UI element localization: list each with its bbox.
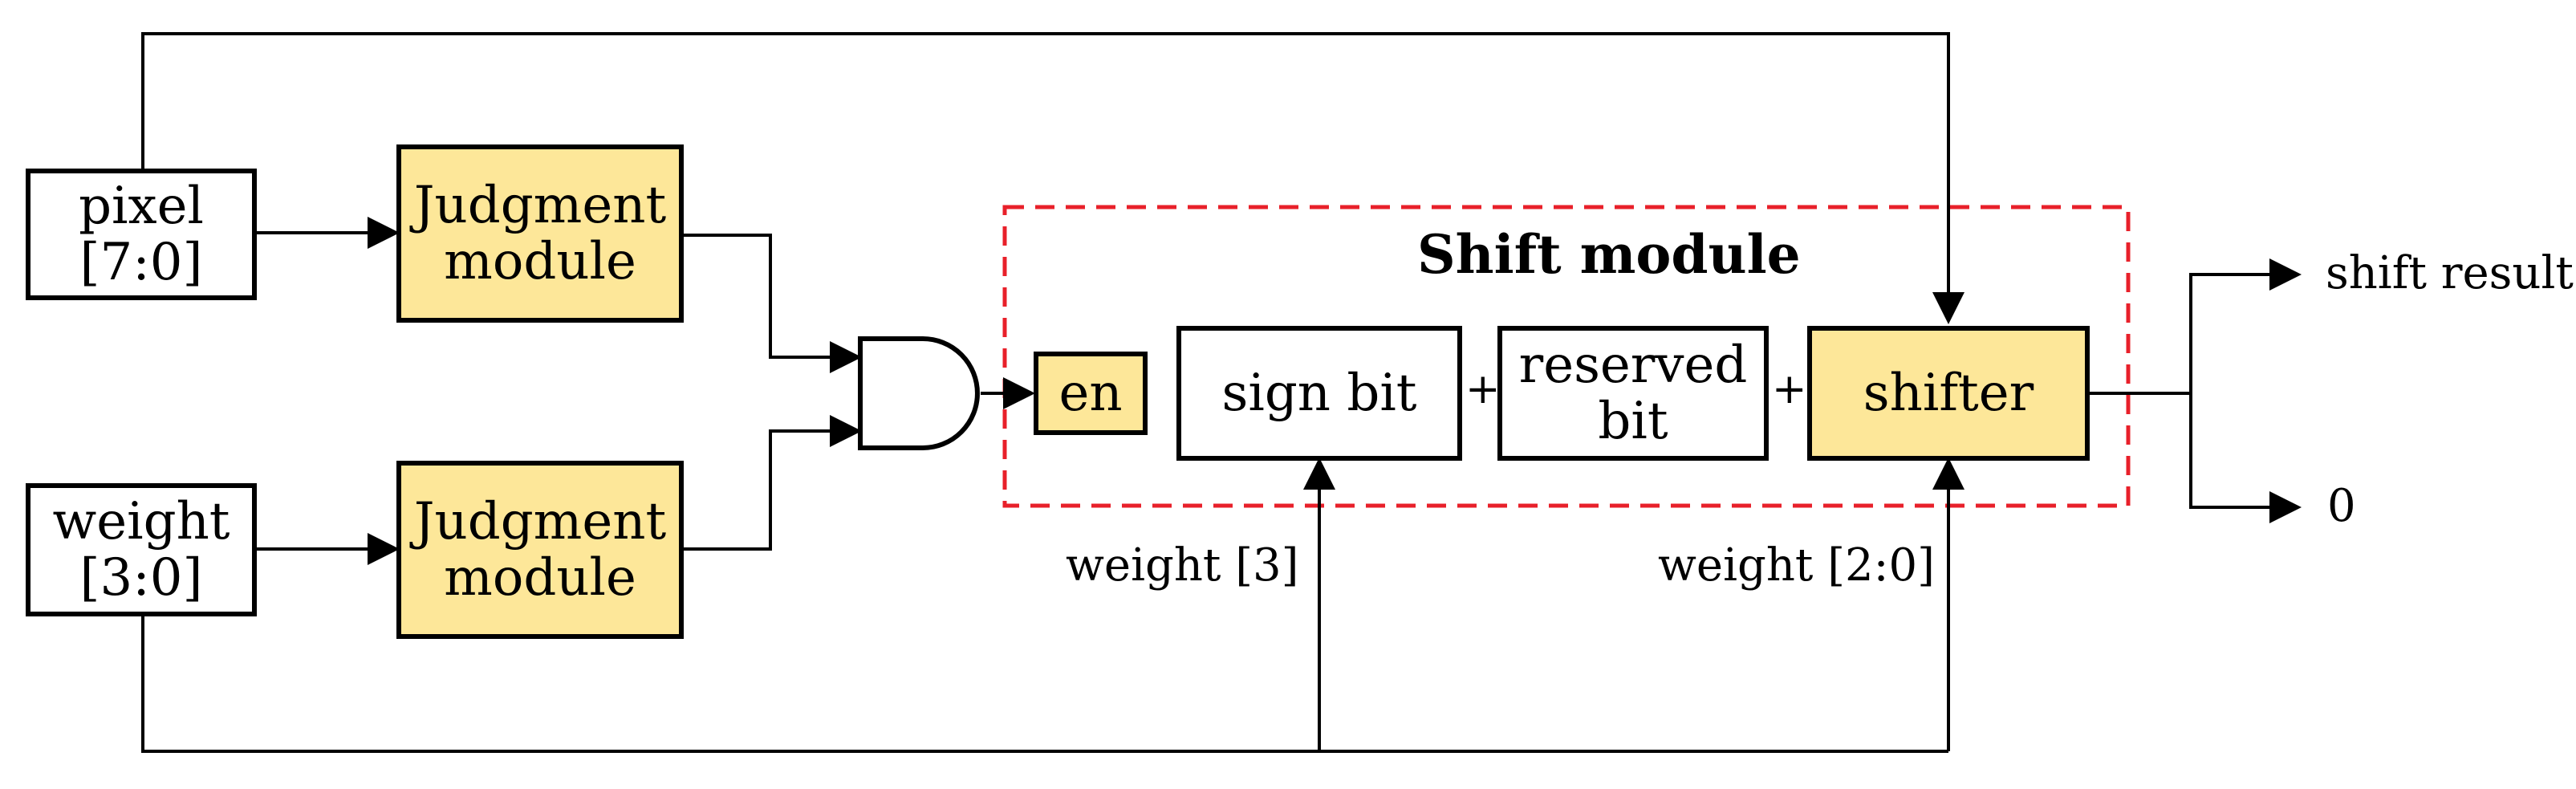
weight-3-label: weight [3] [1066,539,1299,592]
zero-output-label: 0 [2327,480,2356,532]
wire-judgment-top-to-and [684,234,862,373]
shifter-box: shifter [1807,326,2090,461]
judgment-module-bottom: Judgment module [396,461,684,639]
plus-operator: + [1772,365,1807,413]
weight-input-box: weight [3:0] [26,483,257,616]
reserved-bit-box: reserved bit [1497,326,1769,461]
shift-result-output-label: shift result [2326,247,2574,299]
en-box: en [1034,352,1148,435]
and-gate [858,336,980,450]
weight-2-0-label: weight [2:0] [1658,539,1936,592]
wire-judgment-bottom-to-and [684,415,862,551]
shift-module-title: Shift module [1417,223,1801,286]
pixel-input-box: pixel [7:0] [26,169,257,300]
shift-module-border [1002,205,2131,508]
wire-weight-bottom-loop [141,616,1948,753]
plus-operator: + [1465,365,1501,413]
wire-to-zero [2189,393,2302,523]
wire-to-shift-result [2189,258,2302,393]
sign-bit-box: sign bit [1176,326,1462,461]
wire-pixel-to-shifter [141,32,1965,324]
judgment-module-top: Judgment module [396,144,684,323]
